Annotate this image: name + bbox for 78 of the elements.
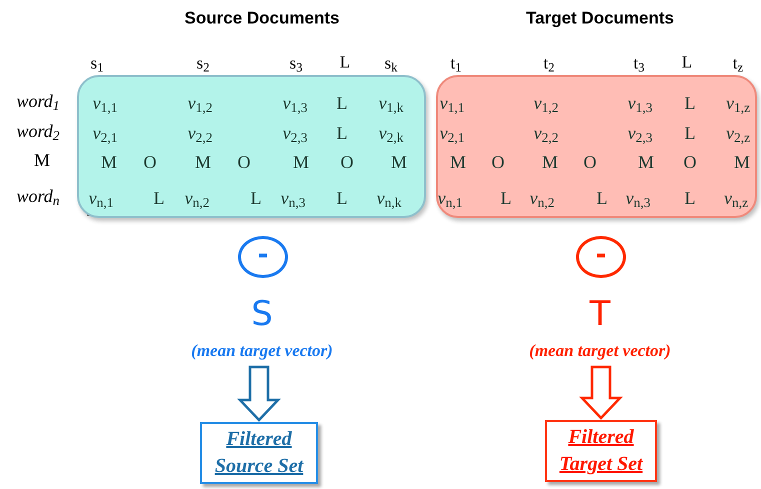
column-label: t$_{z}$ — [732, 54, 744, 72]
matrix-entry: L — [336, 124, 348, 142]
matrix-entry: v$_{n,2}$ — [184, 189, 210, 207]
matrix-entry: v$_{2,3}$ — [628, 124, 652, 142]
matrix-entry: v$_{1,2}$ — [534, 94, 558, 112]
matrix-entry: v$_{1,z}$ — [726, 94, 750, 112]
matrix-entry: v$_{2,2}$ — [188, 124, 212, 142]
matrix-entry: M — [391, 153, 407, 171]
column-label: s$_{2}$ — [196, 54, 210, 72]
matrix-entry: v$_{n,z}$ — [724, 189, 748, 207]
matrix-entry: v$_{1,1}$ — [92, 94, 118, 112]
matrix-entry: M — [450, 153, 466, 171]
symbol-letter: S — [251, 294, 273, 334]
matrix-panel — [77, 75, 426, 218]
matrix-entry: M — [638, 153, 654, 171]
matrix-entry: L — [684, 189, 696, 207]
column-label: s$_{1}$ — [90, 54, 104, 72]
matrix-entry: M — [195, 153, 211, 171]
matrix-entry: L — [684, 124, 696, 142]
matrix-entry: O — [340, 153, 354, 171]
matrix-entry: v$_{1,2}$ — [188, 94, 212, 112]
matrix-entry: M — [101, 153, 117, 171]
matrix-entry: O — [238, 153, 250, 171]
matrix-entry: M — [293, 153, 309, 171]
column-label: t$_{2}$ — [543, 54, 555, 72]
row-label: word$_{1}$ — [16, 92, 60, 110]
block-arrow — [579, 366, 623, 420]
node-label: (mean target vector) — [191, 340, 333, 362]
result-box — [545, 420, 657, 482]
column-heading: Target Documents — [526, 10, 674, 26]
matrix-entry: v$_{n,1}$ — [88, 189, 114, 207]
matrix-entry: v$_{n,2}$ — [530, 189, 554, 207]
matrix-entry: v$_{2,k}$ — [378, 124, 404, 142]
matrix-entry: v$_{2,z}$ — [726, 124, 750, 142]
result-label: Filtered Target Set — [558, 425, 644, 477]
matrix-entry: O — [684, 153, 696, 171]
column-label: t$_{1}$ — [450, 54, 462, 72]
matrix-entry: M — [542, 153, 558, 171]
block-arrow — [237, 366, 281, 422]
matrix-entry: v$_{n,3}$ — [626, 189, 650, 207]
row-label: word$_{2}$ — [16, 122, 60, 140]
matrix-entry: L — [336, 94, 348, 112]
matrix-entry: v$_{1,1}$ — [440, 94, 464, 112]
minus-circle: - — [238, 236, 288, 278]
matrix-entry: v$_{n,3}$ — [280, 189, 306, 207]
node-label: (mean target vector) — [529, 340, 671, 362]
matrix-entry: v$_{2,3}$ — [282, 124, 308, 142]
matrix-entry: v$_{2,1}$ — [440, 124, 464, 142]
matrix-entry: v$_{n,1}$ — [438, 189, 462, 207]
matrix-entry: L — [500, 189, 512, 207]
matrix-entry: v$_{n,k}$ — [376, 189, 402, 207]
column-label: s$_{3}$ — [290, 54, 302, 72]
matrix-entry: L — [336, 189, 348, 207]
matrix-entry: v$_{1,3}$ — [282, 94, 308, 112]
matrix-entry: O — [492, 153, 504, 171]
matrix-entry: O — [144, 153, 156, 171]
matrix-entry: L — [684, 94, 696, 112]
column-label: L — [340, 54, 350, 70]
matrix-entry: M — [734, 153, 750, 171]
matrix-entry: v$_{1,3}$ — [628, 94, 652, 112]
matrix-entry: v$_{2,1}$ — [92, 124, 118, 142]
symbol-letter: T — [590, 294, 610, 334]
matrix-entry: L — [154, 189, 164, 207]
matrix-entry: v$_{2,2}$ — [534, 124, 558, 142]
matrix-panel — [436, 75, 757, 218]
matrix-entry: v$_{1,k}$ — [378, 94, 404, 112]
result-box — [200, 422, 318, 484]
result-label: Filtered Source Set — [214, 427, 305, 479]
column-label: t$_{3}$ — [633, 54, 645, 72]
column-label: L — [682, 54, 692, 70]
matrix-entry: L — [250, 189, 262, 207]
matrix-entry: O — [584, 153, 596, 171]
row-label: word$_{n}$ — [16, 187, 60, 205]
row-label: M — [34, 151, 50, 169]
column-heading: Source Documents — [184, 10, 340, 26]
column-label: s$_{k}$ — [384, 54, 398, 72]
matrix-entry: L — [596, 189, 608, 207]
minus-circle: - — [576, 236, 626, 278]
